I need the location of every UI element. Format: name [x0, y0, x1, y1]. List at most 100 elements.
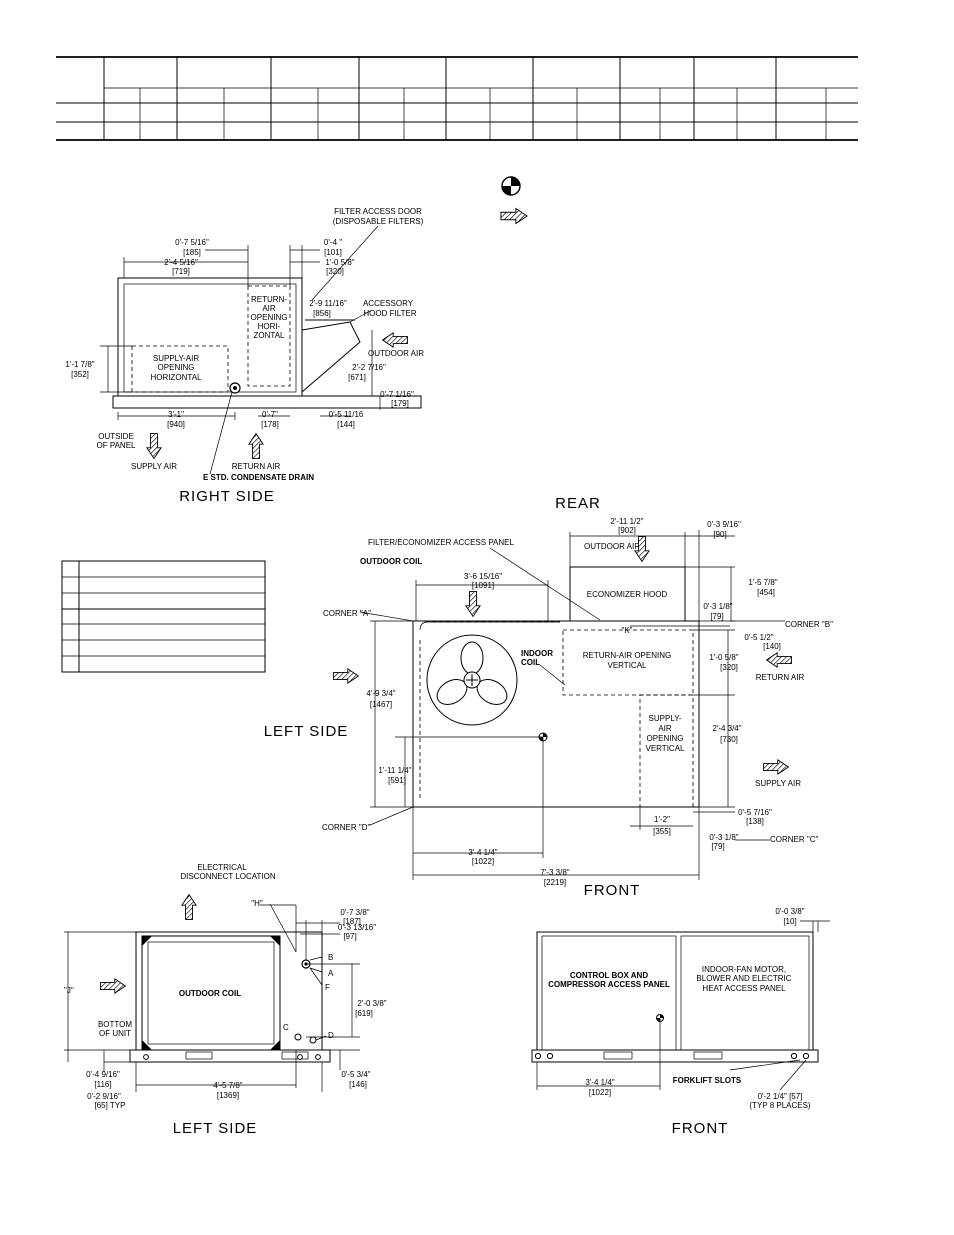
top-view-dim-4-9-3-4-1: [1467]: [370, 700, 392, 709]
top-view-dim-1-5-7-8-1: [454]: [757, 588, 775, 597]
top-view-dim-2-4-3-4-0: 2'-4 3/4": [712, 724, 741, 733]
top-view-supply-air-vertical-0: SUPPLY-: [649, 714, 682, 723]
top-view-dim-7-3-3-8-1: [2219]: [544, 878, 566, 887]
left-side-view-dim-0-5-3-4-1: [146]: [349, 1080, 367, 1089]
top-view-dim-3-4-1-4-1: [1022]: [472, 857, 494, 866]
left-side-view-dim-2-0-3-8-0: 2'-0 3/8": [357, 999, 386, 1008]
top-view-dim-0-3-1-8-bot-1: [79]: [711, 842, 724, 851]
front-view-indoor-fan-0: INDOOR-FAN MOTOR,: [702, 965, 786, 974]
right-side-title: RIGHT SIDE: [179, 488, 275, 505]
right-side-supply-air-horizontal-2: HORIZONTAL: [151, 373, 203, 382]
top-view-indoor-coil-0: INDOOR: [521, 649, 553, 658]
right-side-dim-1-0-5-8-0: 1'-0 5/8": [325, 258, 354, 267]
top-view-return-air: RETURN AIR: [756, 673, 805, 682]
right-side-return-air-horizontal-4: ZONTAL: [254, 331, 286, 340]
top-view-supply-air-vertical-3: VERTICAL: [646, 744, 686, 753]
top-view-corner-b: CORNER "B": [785, 620, 833, 629]
top-view-dim-1-5-7-8-0: 1'-5 7/8": [748, 578, 777, 587]
top-view-dim-2-11-1-2-0: 2'-11 1/2": [610, 517, 643, 526]
right-side-dim-2-9-11-16-0: 2'-9 11/16": [309, 299, 347, 308]
right-side-dim-3-1-1: [940]: [167, 420, 185, 429]
top-view-dim-2-4-3-4-1: [730]: [720, 735, 738, 744]
right-side-dim-2-2-7-16-1: [671]: [348, 373, 366, 382]
fan-icon: [436, 641, 508, 705]
corner-weight-table: [61, 560, 266, 673]
top-view-corner-a: CORNER "A": [323, 609, 371, 618]
top-view-dim-1-2-0: 1'-2": [654, 815, 670, 824]
right-side-dim-0-7-1: [178]: [261, 420, 279, 429]
right-side-dim-0-7-5-16-1: [185]: [183, 248, 201, 257]
airflow-arrow-icon: [500, 207, 528, 225]
left-side-view-dim-0-4-9-16-1: [116]: [94, 1080, 111, 1089]
left-side-view-bottom-of-unit-1: OF UNIT: [99, 1029, 131, 1038]
right-side-dim-0-7-1-16-1: [179]: [391, 399, 409, 408]
top-view-supply-air: SUPPLY AIR: [755, 779, 801, 788]
left-side-view-dim-0-3-13-16-1: [97]: [343, 932, 356, 941]
top-view-dim-0-3-1-8-bot-0: 0'-3 1/8": [709, 833, 738, 842]
outdoor-coil-side-label: OUTDOOR COIL: [179, 989, 241, 998]
j-label: "J": [64, 986, 74, 995]
front-view-dim-3-4-1-4-0: 3'-4 1/4": [585, 1078, 614, 1087]
left-side-view-dim-4-5-7-8-1: [1369]: [217, 1091, 239, 1100]
top-view-dim-0-3-9-16-0: 0'-3 9/16": [707, 520, 741, 529]
right-side-return-air-horizontal-0: RETURN-: [251, 295, 287, 304]
outdoor-air-arrow: [382, 332, 408, 348]
left-side-view-dim-4-5-7-8-0: 4'-5 7/8": [213, 1081, 242, 1090]
front-view-dim-0-0-3-8-1: [10]: [783, 917, 796, 926]
left-side-view: ELECTRICAL DISCONNECT LOCATION "H" OUTDO…: [64, 863, 387, 1137]
left-side-view-dim-0-2-9-16-0: 0'-2 9/16": [87, 1092, 121, 1101]
top-view-outdoor-coil: OUTDOOR COIL: [360, 557, 422, 566]
front-view-dim-0-2-1-4-1: (TYP 8 PLACES): [749, 1101, 811, 1110]
left-side-label: LEFT SIDE: [264, 723, 349, 740]
right-side-supply-air-horizontal-1: OPENING: [158, 363, 195, 372]
left-side-view-letters-4: D: [328, 1031, 334, 1040]
right-side-dim-0-5-11-16-0: 0'-5 11/16: [329, 410, 364, 419]
right-side-dim-1-0-5-8-1: [320]: [326, 267, 344, 276]
left-side-view-dim-2-0-3-8-1: [619]: [355, 1009, 373, 1018]
center-of-gravity-icon: [501, 176, 521, 196]
right-side-dim-1-1-7-8-0: 1'-1 7/8": [65, 360, 94, 369]
right-side-accessory-hood-filter-0: ACCESSORY: [363, 299, 414, 308]
filter-door-label-1: FILTER ACCESS DOOR: [334, 207, 422, 216]
right-side-supply-air-horizontal-0: SUPPLY-AIR: [153, 354, 199, 363]
right-side-supply-air: SUPPLY AIR: [131, 462, 177, 471]
top-view-corner-d: CORNER "D": [322, 823, 371, 832]
left-side-view-dim-0-4-9-16-0: 0'-4 9/16": [86, 1070, 120, 1079]
left-side-title: LEFT SIDE: [173, 1120, 258, 1137]
top-view-dim-0-5-7-16-1: [138]: [746, 817, 764, 826]
front-view-indoor-fan-2: HEAT ACCESS PANEL: [702, 984, 786, 993]
top-view-dim-0-5-1-2-1: [140]: [763, 642, 781, 651]
condensate-drain-label: E STD. CONDENSATE DRAIN: [203, 473, 314, 482]
left-side-view-bottom-of-unit-0: BOTTOM: [98, 1020, 132, 1029]
front-view-dim-3-4-1-4-1: [1022]: [589, 1088, 611, 1097]
top-view-k-label: "K": [621, 626, 632, 635]
top-view-filter-economizer-panel: FILTER/ECONOMIZER ACCESS PANEL: [368, 538, 515, 547]
right-side-outside-of-panel-0: OUTSIDE: [98, 432, 134, 441]
top-view-dim-0-3-9-16-1: [90]: [713, 530, 726, 539]
top-view-outdoor-air: OUTDOOR AIR: [584, 542, 640, 551]
top-view-dim-7-3-3-8-0: 7'-3 3/8": [540, 868, 569, 877]
left-side-view-dim-0-2-9-16-1: [65] TYP: [95, 1101, 126, 1110]
top-view-dim-3-4-1-4-0: 3'-4 1/4": [468, 848, 497, 857]
dimension-table: [56, 56, 858, 141]
right-side-outdoor-air: OUTDOOR AIR: [368, 349, 424, 358]
left-side-intake-arrow: [100, 978, 126, 994]
top-view-dim-4-9-3-4-0: 4'-9 3/4": [366, 689, 395, 698]
top-view: REAR: [264, 495, 833, 899]
supply-air-arrow: [146, 433, 162, 459]
top-view-supply-air-vertical-2: OPENING: [647, 734, 684, 743]
left-side-view-letters-1: A: [328, 969, 334, 978]
top-view-dim-3-6-15-16-0: 3'-6 15/16": [464, 572, 502, 581]
top-view-dim-1-11-1-4-0: 1'-11 1/4": [378, 766, 411, 775]
right-side-dim-2-4-5-16-0: 2'-4 5/16": [164, 258, 198, 267]
left-side-view-dim-0-7-3-8-0: 0'-7 3/8": [340, 908, 369, 917]
front-view-control-box-1: COMPRESSOR ACCESS PANEL: [548, 980, 670, 989]
top-view-indoor-coil-1: COIL: [521, 658, 540, 667]
left-side-view-dim-0-7-3-8-1: [187]: [343, 917, 361, 926]
left-side-view-electrical-disconnect-0: ELECTRICAL: [197, 863, 247, 872]
top-view-dim-2-11-1-2-1: [902]: [618, 526, 636, 535]
top-view-dim-1-0-5-8-1: [320]: [720, 663, 738, 672]
right-side-outside-of-panel-1: OF PANEL: [97, 441, 137, 450]
right-side-dim-1-1-7-8-1: [352]: [71, 370, 89, 379]
